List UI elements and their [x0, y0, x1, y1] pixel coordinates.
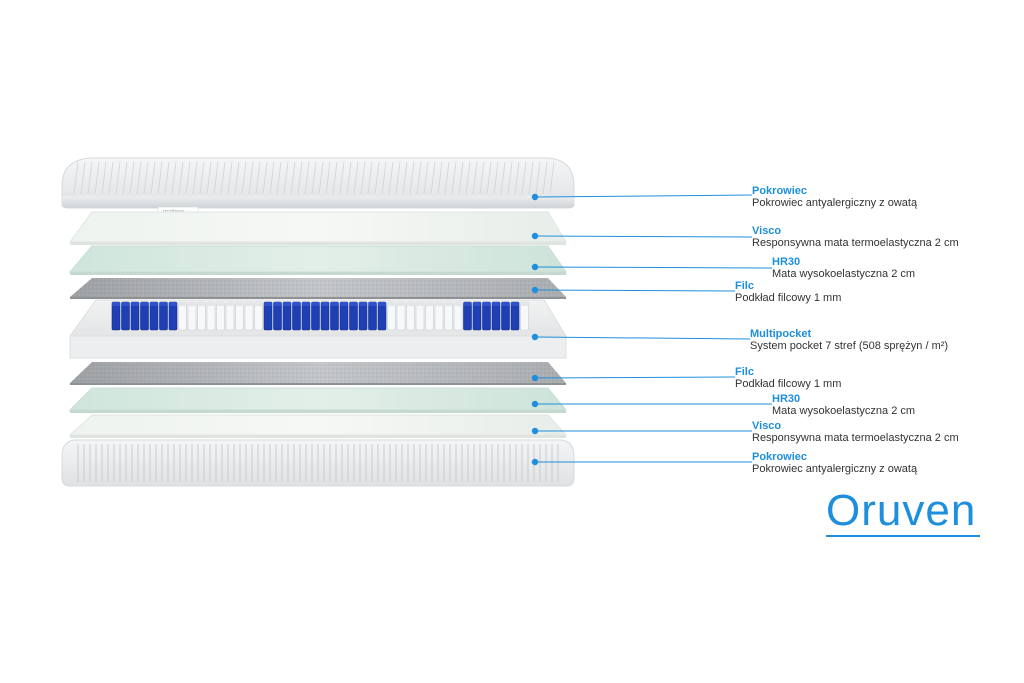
label-title: Filc	[735, 366, 754, 378]
label-desc: Mata wysokoelastyczna 2 cm	[772, 405, 916, 417]
label-visco-top: Visco Responsywna mata termoelastyczna 2…	[752, 225, 959, 249]
layer-multipocket	[69, 299, 567, 359]
label-multipocket: Multipocket System pocket 7 stref (508 s…	[750, 328, 948, 352]
brand-underline	[826, 535, 980, 537]
label-filc-top: Filc Podkład filcowy 1 mm	[735, 280, 841, 304]
label-filc-bottom: Filc Podkład filcowy 1 mm	[735, 366, 841, 390]
label-title: HR30	[772, 256, 801, 268]
label-desc: Responsywna mata termoelastyczna 2 cm	[752, 237, 959, 249]
label-title: Visco	[752, 420, 782, 432]
layer-visco-bottom	[68, 414, 568, 438]
label-desc: Mata wysokoelastyczna 2 cm	[772, 268, 916, 280]
label-desc: Pokrowiec antyalergiczny z owatą	[752, 463, 918, 475]
label-cover-top: Pokrowiec Pokrowiec antyalergiczny z owa…	[752, 185, 917, 209]
label-desc: Podkład filcowy 1 mm	[735, 378, 842, 390]
layer-hr30-bottom	[68, 387, 568, 413]
layer-felt-bottom	[70, 362, 566, 385]
label-hr30-bottom: HR30 Mata wysokoelastyczna 2 cm	[772, 393, 915, 417]
label-title: Pokrowiec	[752, 185, 808, 197]
label-title: Filc	[735, 280, 754, 292]
brand-logo: Oruven	[826, 486, 977, 535]
label-desc: Responsywna mata termoelastyczna 2 cm	[752, 432, 959, 444]
label-cover-bottom: Pokrowiec Pokrowiec antyalergiczny z owa…	[752, 451, 917, 475]
label-desc: Podkład filcowy 1 mm	[735, 292, 842, 304]
label-title: Multipocket	[750, 328, 812, 340]
label-visco-bottom: Visco Responsywna mata termoelastyczna 2…	[752, 420, 959, 444]
label-title: HR30	[772, 393, 801, 405]
layer-cover-top: matinee	[61, 157, 575, 216]
layer-felt-top	[70, 278, 566, 299]
label-title: Visco	[752, 225, 782, 237]
layer-visco-top	[69, 211, 567, 245]
label-hr30-top: HR30 Mata wysokoelastyczna 2 cm	[772, 256, 915, 280]
layer-cover-bottom	[61, 439, 575, 487]
label-desc: System pocket 7 stref (508 sprężyn / m²)	[750, 340, 949, 352]
layer-hr30-top	[68, 245, 567, 275]
label-title: Pokrowiec	[752, 451, 808, 463]
label-desc: Pokrowiec antyalergiczny z owatą	[752, 197, 918, 209]
